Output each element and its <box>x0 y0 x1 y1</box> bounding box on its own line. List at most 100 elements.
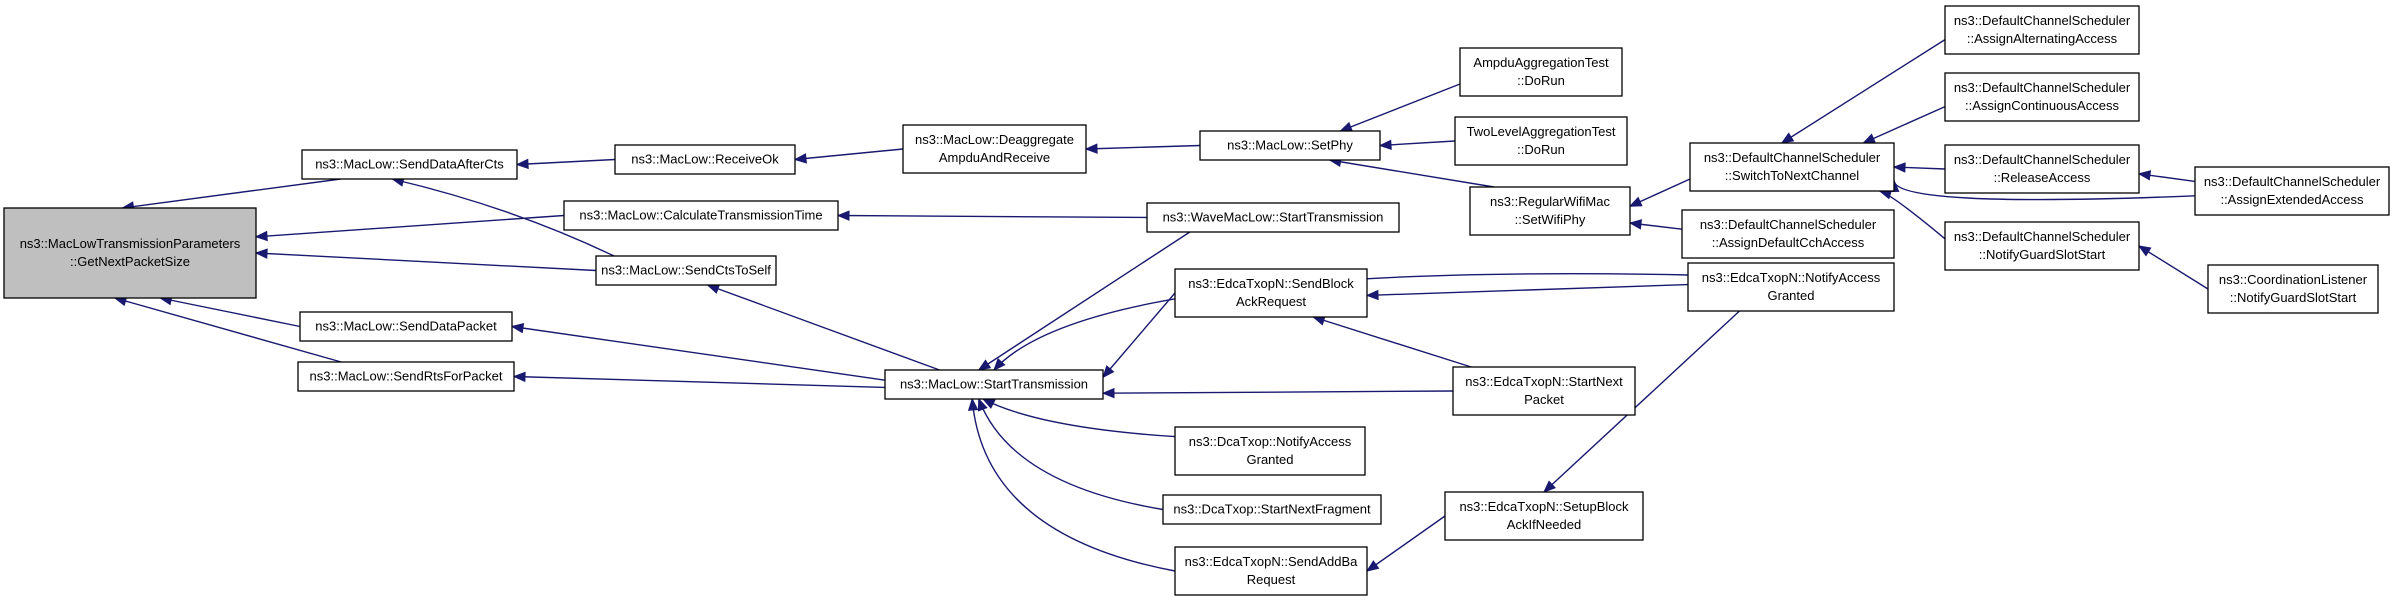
node-box <box>2207 264 2379 314</box>
node-label: ns3::DcaTxop::StartNextFragment <box>1173 502 1371 517</box>
edge-line <box>1781 39 1946 144</box>
node-box <box>1944 144 2140 194</box>
graph-node-assign-continuous[interactable]: ns3::DefaultChannelScheduler::AssignCont… <box>1944 72 2140 122</box>
node-box <box>2194 166 2390 216</box>
edge-arrowhead <box>993 357 1006 371</box>
edge-sendCtsToSelf-to-root <box>254 248 597 272</box>
node-box <box>297 361 515 392</box>
edge-arrowhead <box>510 322 525 334</box>
edge-edcaStartNext-to-startTransmission <box>1101 387 1454 399</box>
edge-twoLevelTest-to-setPhy <box>1378 139 1456 151</box>
edge-line <box>516 158 616 166</box>
node-label: ns3::MacLow::ReceiveOk <box>631 152 779 167</box>
graph-node-ampdu-test[interactable]: AmpduAggregationTest::DoRun <box>1459 47 1623 97</box>
edge-arrowhead <box>1084 143 1098 154</box>
graph-node-send-data-after-cts[interactable]: ns3::MacLow::SendDataAfterCts <box>301 149 518 180</box>
node-label: ns3::EdcaTxopN::SendAddBa <box>1185 554 1358 569</box>
node-label: ns3::MacLow::SendDataPacket <box>315 319 497 334</box>
graph-node-assign-extended[interactable]: ns3::DefaultChannelScheduler::AssignExte… <box>2194 166 2390 216</box>
edge-dcaStartNextFrag-to-startTransmission <box>977 397 1164 511</box>
edge-line <box>255 214 565 238</box>
graph-node-coord-listener[interactable]: ns3::CoordinationListener::NotifyGuardSl… <box>2207 264 2379 314</box>
graph-node-notify-guard-slot[interactable]: ns3::DefaultChannelScheduler::NotifyGuar… <box>1944 221 2140 271</box>
node-box <box>1681 209 1895 259</box>
edge-arrowhead <box>1102 365 1115 379</box>
graph-node-dca-start-next-frag[interactable]: ns3::DcaTxop::StartNextFragment <box>1162 494 1382 525</box>
edge-startTransmission-to-sendDataPacket <box>510 322 886 381</box>
graph-node-receive-ok[interactable]: ns3::MacLow::ReceiveOk <box>614 144 796 175</box>
graph-node-root[interactable]: ns3::MacLowTransmissionParameters::GetNe… <box>3 207 257 299</box>
node-label: Packet <box>1524 392 1564 407</box>
node-label: ::NotifyGuardSlotStart <box>2230 290 2357 305</box>
edge-edcaStartNext-to-sendBlockAck <box>1311 315 1472 368</box>
node-label: ns3::DefaultChannelScheduler <box>1700 217 1877 232</box>
edge-arrowhead <box>1101 387 1115 399</box>
graph-node-set-phy[interactable]: ns3::MacLow::SetPhy <box>1199 130 1381 161</box>
graph-node-send-data-packet[interactable]: ns3::MacLow::SendDataPacket <box>299 311 513 342</box>
edge-line <box>1543 310 1740 493</box>
graph-node-assign-default-cch[interactable]: ns3::DefaultChannelScheduler::AssignDefa… <box>1681 209 1895 259</box>
edge-arrowhead <box>1862 133 1877 144</box>
edge-line <box>707 284 940 371</box>
node-label: ::AssignDefaultCchAccess <box>1712 235 1865 250</box>
edge-coordListener-to-notifyGuardSlot <box>2137 245 2209 290</box>
node-box <box>1162 494 1382 525</box>
graph-node-wave-start-tx[interactable]: ns3::WaveMacLow::StartTransmission <box>1146 202 1400 233</box>
node-label: ::SetWifiPhy <box>1515 212 1586 227</box>
node-label: ::SwitchToNextChannel <box>1725 168 1860 183</box>
node-label: ns3::DefaultChannelScheduler <box>2204 174 2381 189</box>
node-box <box>1459 47 1623 97</box>
node-box <box>595 255 777 286</box>
graph-node-regular-wifi-mac[interactable]: ns3::RegularWifiMac::SetWifiPhy <box>1469 186 1631 236</box>
node-label: ns3::EdcaTxopN::StartNext <box>1465 374 1623 389</box>
edge-switchToNext-to-regularWifiMac <box>1628 178 1691 207</box>
edge-calcTxTime-to-root <box>254 214 565 242</box>
graph-node-start-transmission[interactable]: ns3::MacLow::StartTransmission <box>884 369 1104 400</box>
edge-arrowhead <box>2137 170 2152 181</box>
edge-arrowhead <box>1339 121 1354 132</box>
node-label: ns3::RegularWifiMac <box>1490 194 1610 209</box>
edge-arrowhead <box>1780 132 1795 144</box>
graph-node-calc-tx-time[interactable]: ns3::MacLow::CalculateTransmissionTime <box>563 200 839 231</box>
edge-sendDataAfterCts-to-root <box>121 178 341 212</box>
graph-node-send-cts-to-self[interactable]: ns3::MacLow::SendCtsToSelf <box>595 255 777 286</box>
graph-node-switch-to-next[interactable]: ns3::DefaultChannelScheduler::SwitchToNe… <box>1689 142 1895 192</box>
node-label: ns3::CoordinationListener <box>2219 272 2368 287</box>
edge-line <box>978 398 1164 511</box>
edge-arrowhead <box>1543 480 1557 493</box>
edge-arrowhead <box>1378 139 1392 151</box>
edge-deaggregate-to-receiveOk <box>793 148 904 164</box>
node-label: ns3::MacLow::SendRtsForPacket <box>310 369 503 384</box>
node-box <box>299 311 513 342</box>
graph-node-two-level-test[interactable]: TwoLevelAggregationTest::DoRun <box>1454 116 1628 166</box>
edge-line <box>1893 180 2196 201</box>
edge-waveStartTx-to-calcTxTime <box>836 210 1148 221</box>
edge-line <box>1379 140 1456 147</box>
edge-arrowhead <box>1365 560 1380 572</box>
edge-line <box>1366 283 1689 297</box>
edge-arrowhead <box>1628 219 1643 230</box>
node-label: TwoLevelAggregationTest <box>1467 124 1616 139</box>
graph-node-send-rts-for-packet[interactable]: ns3::MacLow::SendRtsForPacket <box>297 361 515 392</box>
edge-line <box>971 398 1176 572</box>
edge-setupBlockAck-to-sendAddBa <box>1365 515 1446 572</box>
edge-line <box>1085 144 1201 150</box>
node-label: ::DoRun <box>1517 142 1565 157</box>
graph-node-release-access[interactable]: ns3::DefaultChannelScheduler::ReleaseAcc… <box>1944 144 2140 194</box>
edge-dcaNotify-to-startTransmission <box>981 398 1176 438</box>
graph-node-assign-alternating[interactable]: ns3::DefaultChannelScheduler::AssignAlte… <box>1944 5 2140 55</box>
edge-arrowhead <box>1628 196 1643 207</box>
edge-arrowhead <box>836 210 850 221</box>
node-box <box>563 200 839 231</box>
edge-line <box>511 325 886 381</box>
node-label: Granted <box>1768 288 1815 303</box>
edge-line <box>837 214 1148 219</box>
edge-arrowhead <box>793 153 807 164</box>
